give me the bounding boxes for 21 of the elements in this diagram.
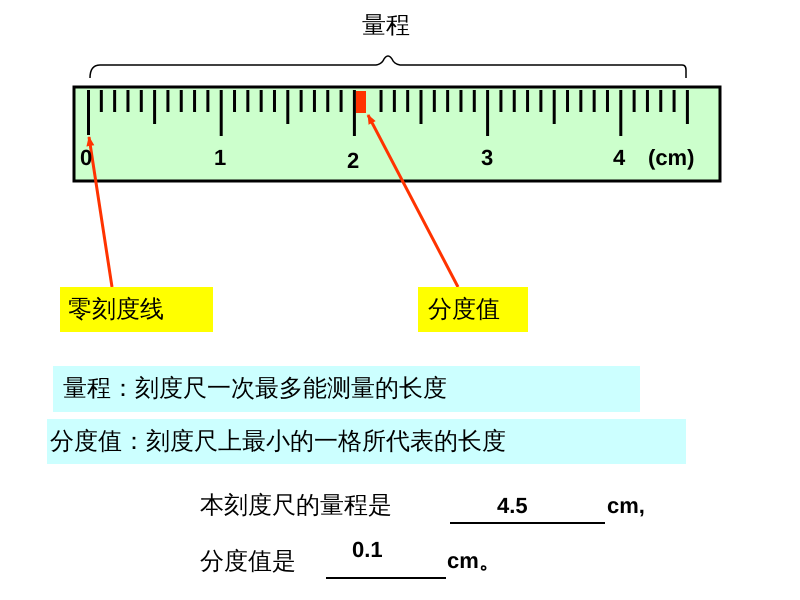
- unit-label: (cm): [648, 146, 694, 170]
- question-text: 本刻度尺的量程是: [200, 492, 392, 520]
- unit-label: cm。: [447, 549, 501, 573]
- zero-tick-line: [87, 90, 90, 135]
- scale-number: 4: [613, 146, 626, 170]
- scale-number: 3: [481, 146, 494, 170]
- scale-number: 1: [214, 146, 226, 170]
- scale-number: 2: [347, 149, 360, 173]
- range-label: 量程: [362, 12, 410, 40]
- answer-text: 0.1: [352, 538, 383, 562]
- answer-text: 4.5: [497, 494, 528, 518]
- unit-label: cm,: [607, 494, 645, 518]
- callout-box: 分度值: [418, 287, 528, 332]
- arrow: [366, 114, 460, 288]
- arrow: [86, 136, 114, 288]
- question-text: 分度值是: [200, 548, 296, 576]
- definition-box: 量程：刻度尺一次最多能测量的长度: [53, 366, 640, 412]
- scale-number: 0: [80, 146, 92, 170]
- division-mark: [356, 91, 366, 113]
- definition-box: 分度值：刻度尺上最小的一格所代表的长度: [47, 419, 686, 464]
- callout-box: 零刻度线: [60, 287, 213, 332]
